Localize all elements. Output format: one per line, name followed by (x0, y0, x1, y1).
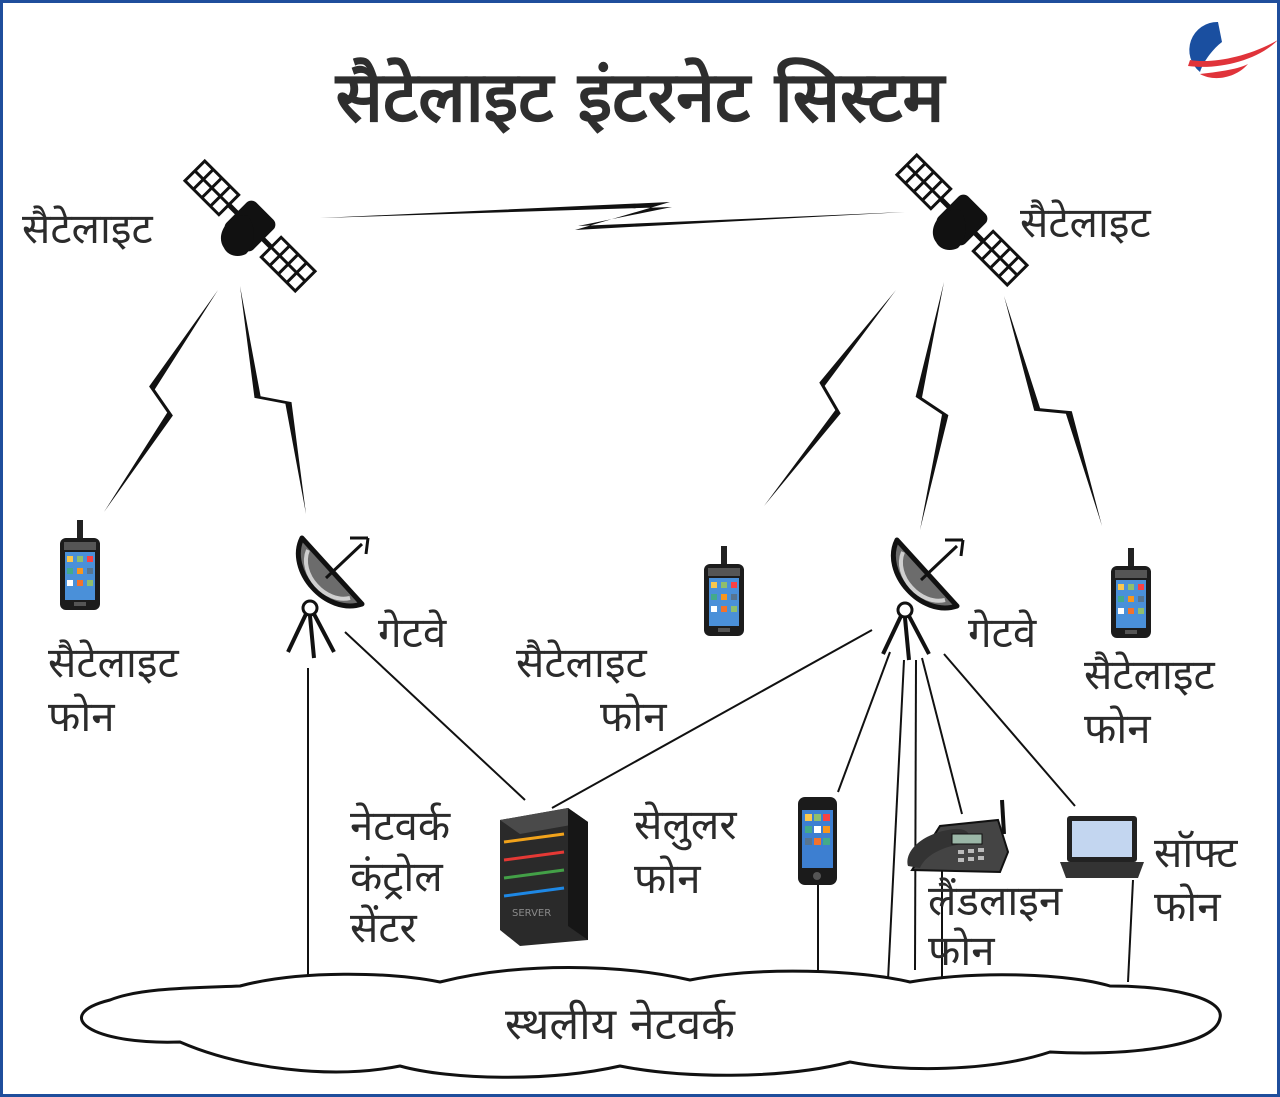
label-terrestrial-network: स्थलीय नेटवर्क (505, 999, 735, 1050)
label-cellular-phone: सेलुलर फोन (634, 800, 737, 903)
label-gateway-2: गेटवे (968, 608, 1037, 657)
label-sat-phone-3: सैटेलाइट फोन (1084, 650, 1215, 753)
label-sat-phone-1: सैटेलाइट फोन (48, 638, 179, 741)
radio-link-4 (915, 282, 949, 530)
inter-satellite-link (320, 202, 905, 230)
label-network-control-center: नेटवर्क कंट्रोल सेंटर (350, 801, 451, 953)
cloud-icon (80, 966, 1222, 1079)
label-sat-phone-2: सैटेलाइट फोन (516, 638, 667, 741)
radio-links (104, 282, 1102, 530)
satellite-phone-icon-1 (60, 520, 100, 610)
server-label: SERVER (512, 908, 551, 919)
satellite-icon-right (892, 150, 1032, 290)
satellite-icon-left (180, 156, 320, 296)
label-soft-phone: सॉफ्ट फोन (1154, 828, 1238, 931)
radio-link-2 (240, 286, 306, 514)
wired-links (307, 629, 1134, 985)
radio-link-1 (104, 290, 218, 512)
radio-link-3 (764, 290, 896, 506)
satellite-phone-icon-3 (1111, 548, 1151, 638)
radio-link-5 (1004, 296, 1102, 526)
satellite-phone-icon-2 (704, 546, 744, 636)
label-satellite-left: सैटेलाइट (22, 204, 153, 253)
cellphone-icon (798, 797, 837, 885)
landline-phone-icon (907, 799, 1010, 874)
satellite-dish-icon-1 (288, 538, 368, 658)
label-satellite-right: सैटेलाइट (1020, 198, 1151, 247)
server-icon: SERVER (500, 808, 588, 946)
satellite-dish-icon-2 (883, 540, 963, 660)
label-gateway-1: गेटवे (378, 608, 447, 657)
label-landline-phone: लैंडलाइन फोन (928, 876, 1063, 976)
page-title: सैटेलाइट इंटरनेट सिस्टम (335, 56, 945, 138)
laptop-icon (1060, 816, 1144, 878)
logo-icon (1188, 21, 1278, 79)
